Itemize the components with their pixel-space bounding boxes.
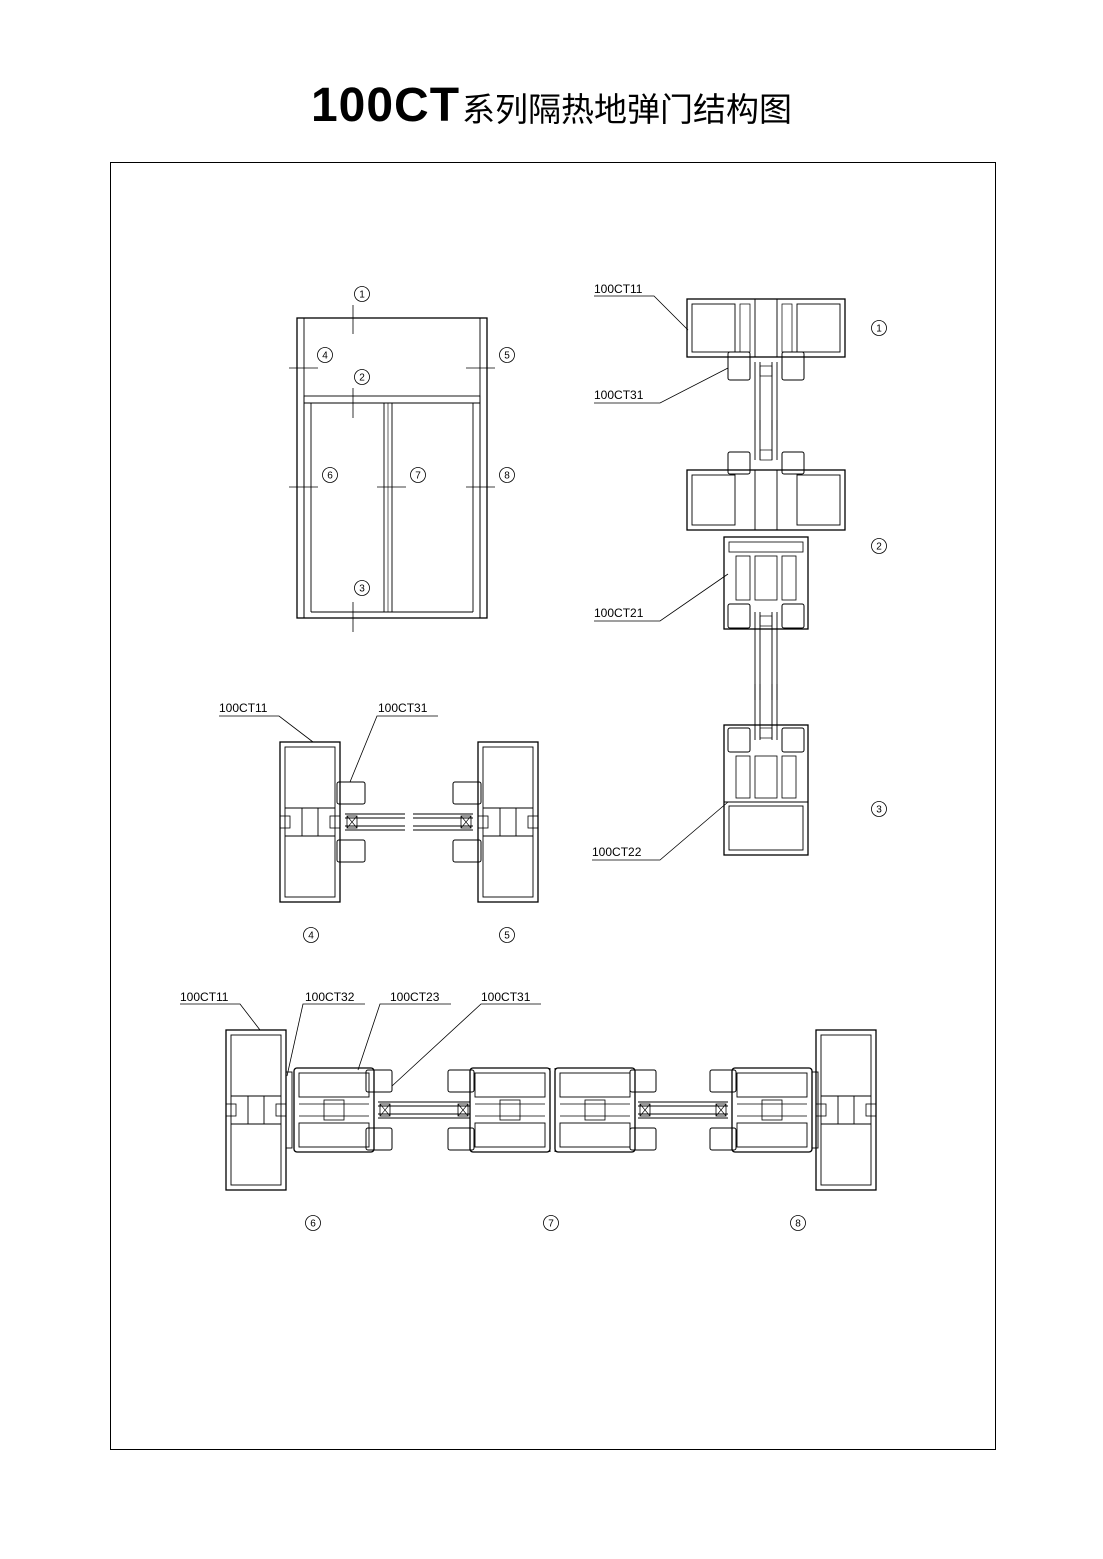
vs-marker-2: 2 [871,538,887,554]
svg-text:100CT11: 100CT11 [594,282,643,296]
title-name: 系列隔热地弹门结构图 [462,90,793,129]
svg-text:100CT23: 100CT23 [390,990,440,1004]
elev-marker-5: 5 [499,347,515,363]
drawing-title: 100CT系列隔热地弹门结构图 [0,78,1103,133]
svg-text:6: 6 [310,1219,316,1230]
side-jamb-section-4 [279,741,406,903]
label-hs-leaf-stile: 100CT32 [286,990,365,1077]
horizontal-section-8 [667,1029,877,1191]
svg-text:2: 2 [876,542,882,553]
label-jamb-bead: 100CT31 [349,701,438,783]
label-vs-transom: 100CT21 [594,573,729,622]
svg-text:100CT11: 100CT11 [219,701,268,715]
svg-text:1: 1 [876,324,882,335]
label-hs-frame: 100CT11 [180,990,261,1031]
elev-marker-2: 2 [354,369,370,385]
svg-text:2: 2 [359,373,365,384]
label-vs-frame: 100CT11 [594,282,689,331]
label-vs-bead: 100CT31 [594,367,729,404]
vs-marker-3: 3 [871,801,887,817]
svg-text:5: 5 [504,931,510,942]
elev-marker-6: 6 [322,467,338,483]
svg-text:6: 6 [327,471,333,482]
elev-marker-8: 8 [499,467,515,483]
side-jamb-section-5 [412,741,539,903]
elev-marker-4: 4 [317,347,333,363]
svg-text:100CT32: 100CT32 [305,990,355,1004]
elev-marker-3: 3 [354,580,370,596]
jamb-marker-5: 5 [499,927,515,943]
title-code: 100CT [310,79,461,132]
svg-text:100CT11: 100CT11 [180,990,229,1004]
svg-text:7: 7 [415,471,421,482]
elev-marker-7: 7 [410,467,426,483]
label-hs-leaf-profile: 100CT23 [357,990,451,1071]
vertical-section [686,298,846,856]
svg-text:5: 5 [504,351,510,362]
svg-text:8: 8 [504,471,510,482]
hs-marker-6: 6 [305,1215,321,1231]
svg-text:3: 3 [359,584,365,595]
label-hs-bead: 100CT31 [391,990,541,1087]
svg-text:100CT22: 100CT22 [592,845,642,859]
svg-text:7: 7 [548,1219,554,1230]
svg-text:1: 1 [359,290,365,301]
svg-text:4: 4 [308,931,314,942]
hs-marker-8: 8 [790,1215,806,1231]
label-jamb-frame: 100CT11 [219,701,314,743]
horizontal-section-7 [409,1067,699,1153]
svg-text:4: 4 [322,351,328,362]
svg-text:100CT31: 100CT31 [481,990,531,1004]
svg-text:100CT31: 100CT31 [378,701,428,715]
door-elevation [289,305,495,632]
horizontal-section-6 [225,1029,439,1191]
jamb-marker-4: 4 [303,927,319,943]
label-vs-bottom-rail: 100CT22 [592,801,729,861]
vs-marker-1: 1 [871,320,887,336]
svg-text:8: 8 [795,1219,801,1230]
svg-text:100CT31: 100CT31 [594,388,644,402]
svg-text:3: 3 [876,805,882,816]
svg-text:100CT21: 100CT21 [594,606,644,620]
elev-marker-1: 1 [354,286,370,302]
hs-marker-7: 7 [543,1215,559,1231]
drawing-sheet-border [110,162,996,1450]
